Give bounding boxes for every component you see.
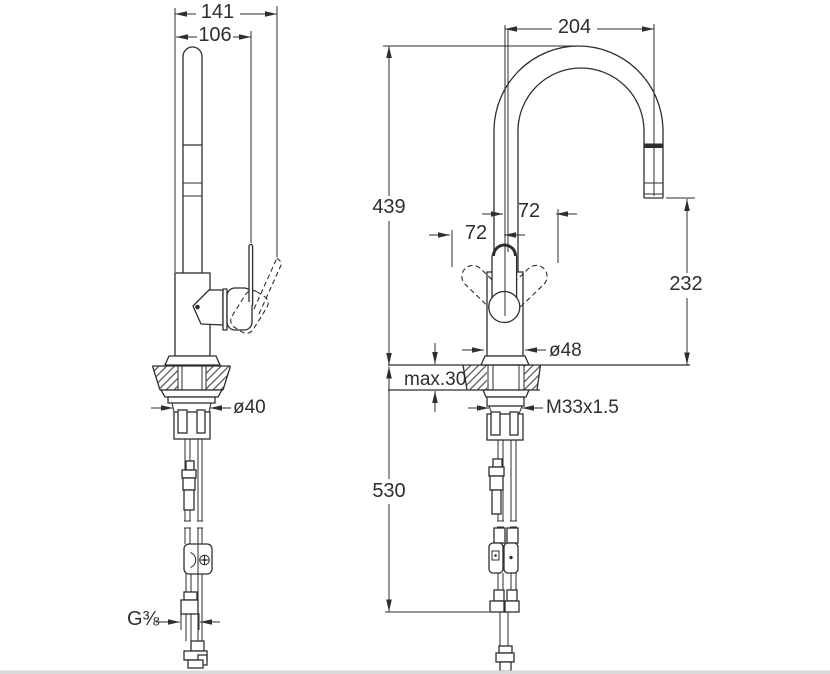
handle-swung-left-dashed: [461, 264, 517, 320]
lower-hoses: [497, 573, 517, 590]
center-lines: [504, 25, 509, 316]
mounting-flange: [482, 389, 530, 398]
counter-hatch-right: [524, 365, 541, 390]
hose-nut: [489, 600, 505, 613]
hose-break-ticks: [184, 520, 203, 529]
hose-connector: [492, 458, 503, 468]
spout-column: [182, 46, 203, 273]
counter-hatch-left: [153, 366, 178, 390]
front-view-dimensions: 204 439 72 72 232 ø48 max.30 M33x1.5 530: [372, 16, 703, 613]
bottom-hose: [499, 612, 509, 646]
base-flange: [163, 355, 222, 366]
side-view-countertop: [151, 365, 232, 391]
outlet-pipe: [643, 131, 664, 199]
riser-pipe: [493, 131, 519, 272]
shank-slot: [509, 411, 519, 436]
hose-nut-small: [183, 591, 198, 601]
dim-label-overall-width: 141: [201, 1, 234, 23]
pivot-dot: [195, 304, 200, 310]
lever-swung-dashed: [253, 257, 283, 315]
shank-through-counter: [177, 366, 207, 390]
mounting-nut: [486, 396, 525, 407]
cartridge-cap-swung-dashed: [230, 289, 269, 334]
dim-label-below-deck-length: 530: [372, 480, 405, 502]
front-view-handle: [461, 25, 548, 324]
hose-connector: [488, 466, 505, 477]
hose-connector: [182, 477, 196, 491]
dim-label-shank-thread: M33x1.5: [546, 397, 619, 418]
valve-window: [491, 550, 500, 561]
extension-lines: [174, 6, 278, 272]
hose-coupling: [493, 527, 506, 544]
dim-label-shank-diameter: ø40: [233, 397, 266, 418]
valve-block: [488, 542, 504, 574]
dim-label-overall-height: 439: [372, 196, 405, 218]
base-flange: [479, 355, 531, 366]
dim-label-body-diameter: ø48: [549, 340, 582, 361]
cartridge-cap: [226, 287, 253, 331]
hose-connector: [183, 489, 195, 511]
hose-connector: [181, 469, 197, 479]
counter-slants: [462, 364, 542, 391]
shank-slot: [177, 409, 188, 434]
hose-nut-small: [506, 589, 518, 602]
hose-break-ticks: [497, 520, 517, 528]
dim-label-handle-swing-left: 72: [465, 222, 487, 244]
shank-slot: [196, 409, 206, 434]
hose-nut: [180, 599, 199, 615]
dim-label-max-deck-thickness: max.30: [404, 369, 466, 390]
dim-label-handle-swing-right: 72: [518, 200, 540, 222]
handle-fill: [492, 245, 517, 304]
end-fitting: [495, 652, 515, 663]
counter-hatch-left: [463, 365, 487, 390]
hose-connector: [491, 489, 502, 515]
lever-upright: [248, 243, 254, 306]
dim-label-supply-thread: G⅜: [127, 608, 160, 630]
dim-g38-ticks: [180, 613, 200, 630]
front-view-undercounter: [482, 389, 530, 672]
side-view-dimensions: 141 106 ø40 G⅜: [127, 1, 278, 630]
side-view-undercounter: [159, 389, 224, 669]
hose-nut: [504, 600, 520, 613]
end-fitting: [499, 661, 512, 672]
front-view: 204 439 72 72 232 ø48 max.30 M33x1.5 530: [372, 16, 703, 672]
cartridge-nose: [192, 289, 224, 326]
front-view-spout: [493, 45, 664, 272]
valve-screw-cross: [200, 555, 209, 565]
valve-dot: [509, 555, 513, 560]
dim-label-spout-reach: 204: [558, 16, 591, 38]
shank-slot: [490, 411, 501, 436]
valve-dot: [494, 554, 497, 557]
side-view-handle: [192, 243, 283, 334]
gooseneck-inner-arc: [517, 67, 645, 132]
hose-connector: [489, 475, 504, 491]
end-fitting: [498, 645, 513, 654]
shank-through-counter: [487, 365, 525, 390]
hose-nut-small: [493, 589, 505, 602]
extension-lines: [383, 24, 695, 267]
dim-label-outlet-height: 232: [669, 273, 702, 295]
valve-crescent: [190, 552, 197, 568]
mounting-step: [167, 396, 216, 404]
hose-coupling: [506, 527, 519, 544]
bottom-strip: [0, 670, 830, 674]
counter-hatch-right: [206, 366, 230, 390]
mounting-flange: [159, 389, 224, 398]
side-view: 141 106 ø40 G⅜: [127, 1, 283, 669]
hose-connector: [185, 460, 195, 471]
valve-screw: [199, 554, 210, 566]
end-connector: [190, 640, 205, 652]
side-view-spout: [182, 46, 203, 273]
end-fitting: [187, 659, 204, 669]
handle-knob: [488, 290, 521, 324]
handle-swung-right-dashed: [492, 264, 548, 320]
dim-label-handle-reach: 106: [198, 24, 231, 46]
